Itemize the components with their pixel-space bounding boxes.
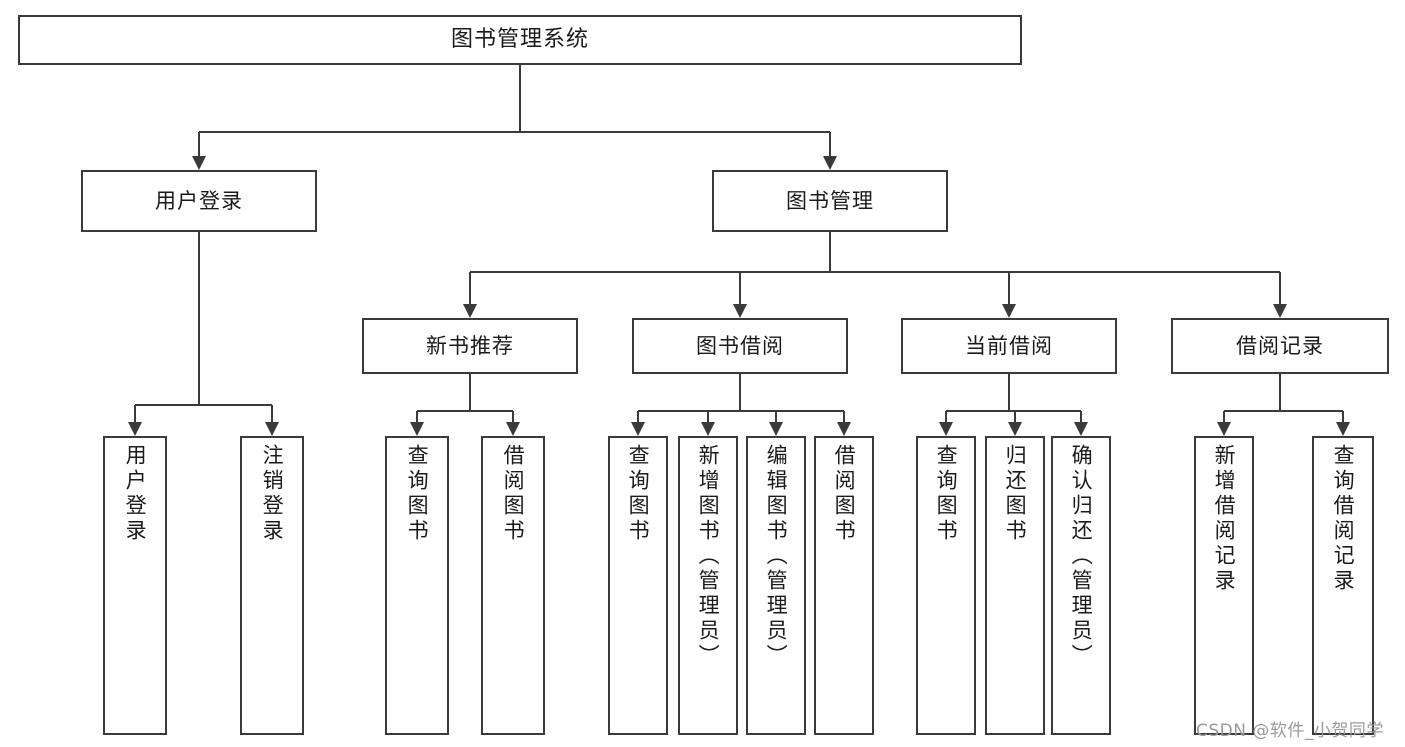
arrow-head-icon [733, 304, 747, 318]
node-leaf-query-borrow-record[interactable]: 查询借阅记录 [1312, 436, 1374, 735]
node-label: 图书管理 [786, 188, 874, 213]
arrow-head-icon [1273, 304, 1287, 318]
connector-line [270, 405, 274, 422]
connector-line [774, 411, 778, 422]
node-label: 借阅图书 [832, 444, 857, 544]
node-leaf-borrow-book[interactable]: 借阅图书 [814, 436, 874, 735]
connector-line [415, 411, 419, 422]
arrow-head-icon [701, 422, 715, 436]
node-label: 图书管理系统 [450, 27, 589, 53]
node-label: 查询图书 [934, 444, 959, 544]
connector-line [842, 411, 846, 422]
connector-line [468, 272, 472, 304]
node-leaf-query-book-current[interactable]: 查询图书 [916, 436, 976, 735]
node-leaf-query-book-recommend[interactable]: 查询图书 [385, 436, 449, 735]
node-label: 当前借阅 [965, 333, 1053, 358]
connector-line [133, 405, 137, 422]
connector-line [1341, 411, 1345, 422]
connector-line [636, 411, 640, 422]
arrow-head-icon [823, 156, 837, 170]
node-label: 图书借阅 [696, 333, 784, 358]
connector-line [738, 272, 742, 304]
connector-line [468, 374, 472, 411]
node-leaf-add-borrow-record[interactable]: 新增借阅记录 [1194, 436, 1254, 735]
arrow-head-icon [506, 422, 520, 436]
arrow-head-icon [1217, 422, 1231, 436]
node-leaf-logout[interactable]: 注销登录 [240, 436, 304, 735]
arrow-head-icon [265, 422, 279, 436]
node-label: 用户登录 [155, 188, 243, 213]
node-leaf-edit-book-admin[interactable]: 编辑图书（管理员） [746, 436, 806, 735]
arrow-head-icon [1008, 422, 1022, 436]
connector-line [197, 132, 201, 156]
connector-line [518, 65, 522, 132]
connector-line [470, 270, 1280, 274]
connector-line [135, 403, 272, 407]
connector-line [706, 411, 710, 422]
connector-line [197, 232, 201, 405]
connector-line [1224, 409, 1343, 413]
node-new-book-recommend[interactable]: 新书推荐 [362, 318, 578, 374]
node-label: 确认归还（管理员） [1069, 444, 1094, 669]
connector-line [1278, 272, 1282, 304]
arrow-head-icon [410, 422, 424, 436]
connector-line [1013, 411, 1017, 422]
connector-line [511, 411, 515, 422]
arrow-head-icon [463, 304, 477, 318]
node-borrow-record[interactable]: 借阅记录 [1171, 318, 1389, 374]
node-root-system[interactable]: 图书管理系统 [18, 15, 1022, 65]
arrow-head-icon [769, 422, 783, 436]
connector-line [1007, 272, 1011, 304]
node-label: 借阅图书 [501, 444, 526, 544]
arrow-head-icon [631, 422, 645, 436]
node-label: 借阅记录 [1236, 333, 1324, 358]
connector-line [1079, 411, 1083, 422]
connector-line [638, 409, 844, 413]
node-leaf-query-book-borrow[interactable]: 查询图书 [608, 436, 668, 735]
node-label: 归还图书 [1003, 444, 1028, 544]
node-leaf-user-login[interactable]: 用户登录 [103, 436, 167, 735]
node-label: 查询借阅记录 [1331, 444, 1356, 594]
node-user-login[interactable]: 用户登录 [81, 170, 317, 232]
node-leaf-borrow-book-recommend[interactable]: 借阅图书 [481, 436, 545, 735]
node-book-borrow[interactable]: 图书借阅 [632, 318, 848, 374]
node-label: 新增图书（管理员） [696, 444, 721, 669]
node-label: 编辑图书（管理员） [764, 444, 789, 669]
node-label: 用户登录 [123, 444, 148, 544]
node-label: 查询图书 [626, 444, 651, 544]
arrow-head-icon [1336, 422, 1350, 436]
arrow-head-icon [1074, 422, 1088, 436]
arrow-head-icon [1002, 304, 1016, 318]
arrow-head-icon [192, 156, 206, 170]
node-label: 查询图书 [405, 444, 430, 544]
arrow-head-icon [837, 422, 851, 436]
connector-line [828, 132, 832, 156]
connector-line [738, 374, 742, 411]
node-book-management[interactable]: 图书管理 [712, 170, 948, 232]
connector-line [828, 232, 832, 272]
node-label: 新书推荐 [426, 333, 514, 358]
connector-line [417, 409, 513, 413]
node-label: 新增借阅记录 [1212, 444, 1237, 594]
csdn-watermark: CSDN @软件_小贺同学 [1196, 721, 1384, 741]
connector-line [944, 411, 948, 422]
node-current-borrow[interactable]: 当前借阅 [901, 318, 1117, 374]
connector-line [1007, 374, 1011, 411]
node-leaf-return-book[interactable]: 归还图书 [985, 436, 1045, 735]
connector-line [199, 130, 830, 134]
connector-line [946, 409, 1081, 413]
arrow-head-icon [939, 422, 953, 436]
node-label: 注销登录 [260, 444, 285, 544]
arrow-head-icon [128, 422, 142, 436]
node-leaf-add-book-admin[interactable]: 新增图书（管理员） [678, 436, 738, 735]
connector-line [1222, 411, 1226, 422]
node-leaf-confirm-return-admin[interactable]: 确认归还（管理员） [1051, 436, 1111, 735]
connector-line [1278, 374, 1282, 411]
